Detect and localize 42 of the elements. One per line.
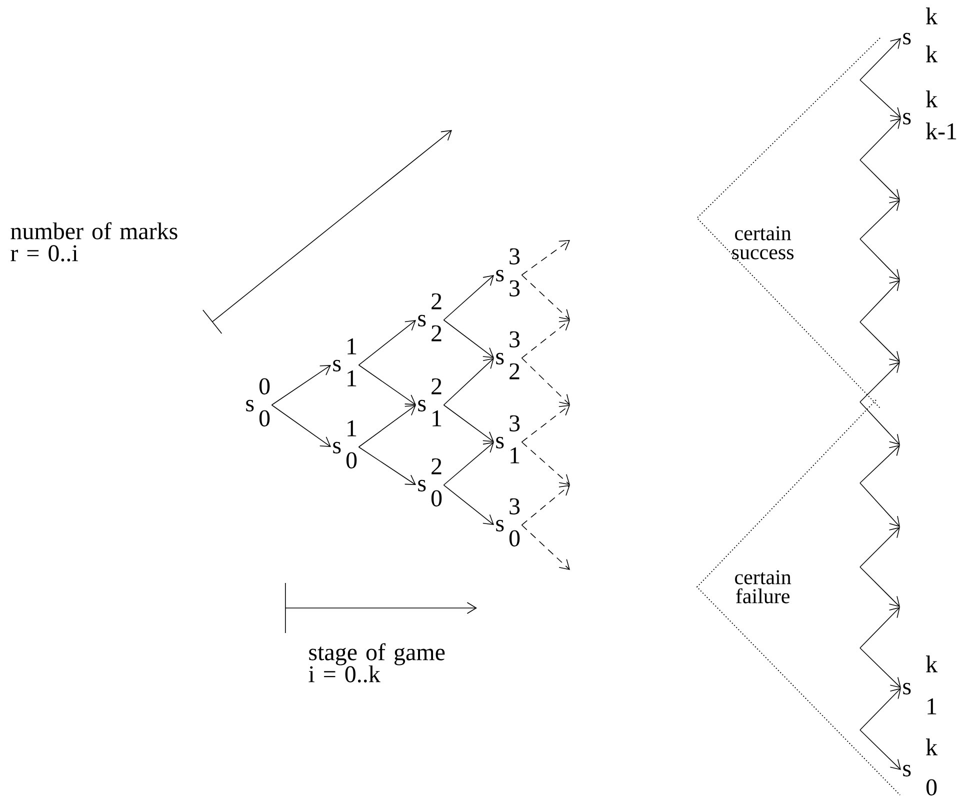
arrow — [443, 404, 494, 442]
state-label: s 2 0 — [418, 458, 442, 506]
state-label: s 2 1 — [418, 378, 442, 426]
label-text: stage of game i = 0..k — [308, 643, 445, 682]
state-label: s 3 2 — [496, 331, 520, 380]
label-text: certain success — [732, 226, 794, 260]
state-label: s k 0 — [903, 738, 938, 796]
state-label: s 3 0 — [496, 498, 520, 546]
state-label: s 3 3 — [496, 248, 520, 296]
arrow — [443, 358, 494, 406]
arrow — [358, 405, 416, 448]
arrow — [443, 275, 494, 320]
arrow — [443, 320, 494, 358]
arrow — [860, 730, 901, 770]
arrow — [860, 38, 902, 80]
dashed-arrow — [521, 405, 570, 442]
dashed-arrow — [521, 240, 570, 276]
arrow — [358, 364, 416, 405]
arrow — [358, 320, 416, 366]
state-label: s 3 1 — [496, 415, 520, 464]
state-label: s 1 1 — [333, 338, 356, 386]
dashed-arrow — [521, 320, 570, 358]
arrow — [271, 365, 331, 406]
arrow — [860, 648, 901, 688]
label-text: certain failure — [735, 570, 792, 604]
arrow — [860, 688, 902, 730]
dashed-arrow — [521, 274, 570, 320]
arrow — [271, 404, 331, 447]
dashed-arrow — [521, 485, 570, 526]
dashed-arrow — [521, 358, 570, 406]
dashed-arrow — [521, 442, 570, 486]
arrow — [860, 80, 901, 118]
state-label: s 1 0 — [333, 420, 357, 468]
state-label: s 0 0 — [246, 378, 270, 426]
arrow — [443, 484, 494, 525]
dashed-arrow — [521, 524, 570, 570]
arrow — [358, 446, 416, 485]
arrow — [443, 442, 494, 486]
state-label: s k k-1 — [903, 90, 956, 140]
state-label: s 2 2 — [418, 293, 442, 342]
label-text: number of marks r = 0..i — [10, 222, 178, 262]
arrow — [860, 118, 902, 160]
